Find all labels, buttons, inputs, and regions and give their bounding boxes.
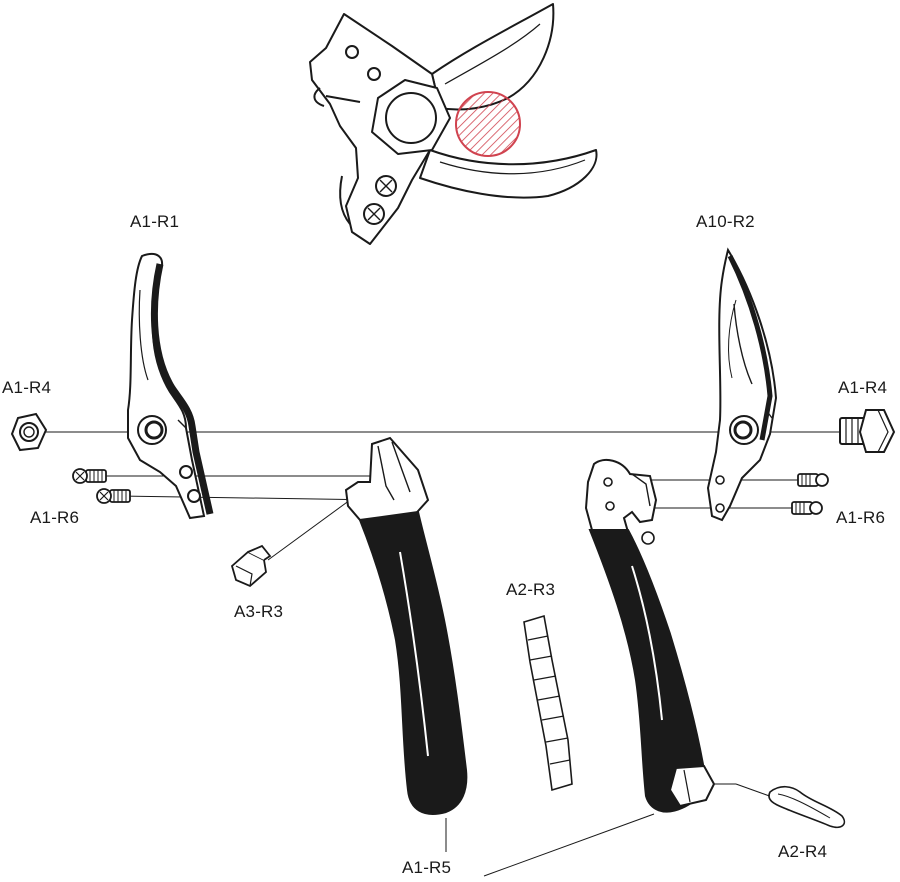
label-left-screws: A1-R6 <box>30 508 80 527</box>
right-handle <box>584 458 716 813</box>
right-screws <box>791 473 829 515</box>
label-right-bolt: A1-R4 <box>838 378 888 397</box>
coil-spring <box>523 614 573 792</box>
left-hex-nut <box>10 412 48 452</box>
label-left-blade: A1-R1 <box>130 212 180 231</box>
small-bolt <box>230 544 272 588</box>
left-screws <box>72 468 131 504</box>
assembled-pruner-head <box>309 3 598 245</box>
label-right-blade: A10-R2 <box>696 212 755 231</box>
label-handles: A1-R5 <box>402 858 452 877</box>
left-handle <box>344 436 468 815</box>
latch-clip <box>768 785 846 829</box>
left-anvil-blade <box>127 253 214 520</box>
label-spring: A2-R3 <box>506 580 556 599</box>
label-left-nut: A1-R4 <box>2 378 52 397</box>
right-pivot-bolt <box>839 409 896 453</box>
right-cutting-blade <box>706 247 778 522</box>
cutting-capacity-highlight <box>455 91 521 157</box>
label-latch-clip: A2-R4 <box>778 842 828 861</box>
label-right-screws: A1-R6 <box>836 508 886 527</box>
handle-leader-lines <box>445 813 655 877</box>
label-small-bolt: A3-R3 <box>234 602 284 621</box>
